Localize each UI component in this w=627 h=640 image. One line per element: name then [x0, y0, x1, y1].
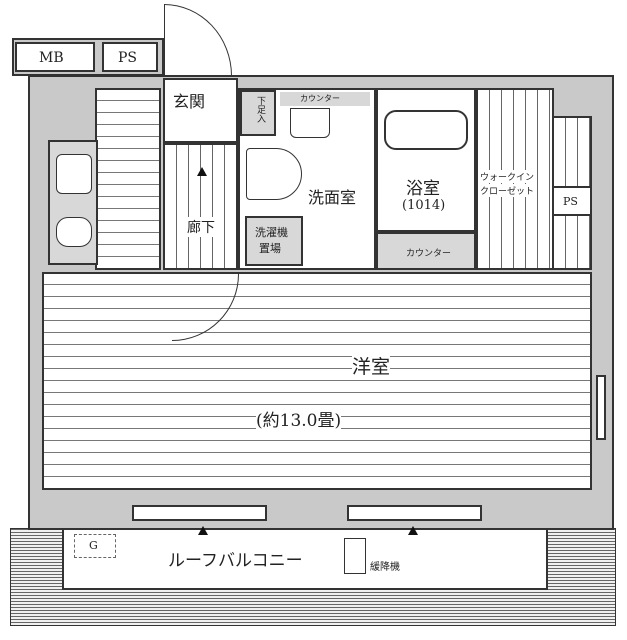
hallway-label: 廊下: [187, 217, 215, 237]
kitchen-counter: [48, 140, 98, 265]
kitchen-floor: [95, 88, 161, 270]
stove-icon: [56, 154, 92, 194]
western-room-label: 洋室: [352, 352, 391, 379]
roof-balcony-label: ルーフバルコニー: [168, 551, 303, 571]
bathtub-icon: [384, 110, 468, 150]
entrance: 玄関: [163, 78, 238, 143]
wash-basin-icon: [290, 108, 330, 138]
entrance-door[interactable]: [164, 4, 232, 76]
washroom-label: 洗面室: [308, 188, 357, 207]
shoe-cabinet: 下足入: [240, 90, 276, 136]
wic-label-1: ウォークイン: [480, 170, 535, 183]
wash-counter-label: カウンター: [300, 94, 340, 103]
ps-label: PS: [118, 50, 138, 66]
shoe-cabinet-label: 下足入: [255, 96, 265, 123]
western-room: 洋室 (約13.0畳): [42, 272, 592, 490]
laundry-label-1: 洗濯機: [255, 226, 288, 239]
gas-meter: G: [74, 534, 116, 558]
hallway-door[interactable]: [172, 274, 239, 341]
arrow-up-icon: [197, 167, 207, 176]
window-left[interactable]: [132, 505, 267, 521]
window-side[interactable]: [596, 375, 606, 440]
gas-label: G: [89, 539, 98, 552]
mb-box: MB: [15, 42, 95, 72]
sink-icon: [56, 217, 92, 247]
escape-device-label: 緩降機: [370, 562, 400, 573]
bath-size-label: (1014): [402, 198, 446, 213]
mb-label: MB: [39, 50, 64, 66]
room-size-label: (約13.0畳): [256, 406, 342, 431]
roof-balcony: G ルーフバルコニー 緩降機: [62, 526, 548, 590]
bath-counter-label: カウンター: [406, 249, 452, 259]
laundry-space: 洗濯機 置場: [245, 216, 303, 266]
arrow-up-icon: [198, 526, 208, 535]
walk-in-closet: ウォークイン クローゼット: [476, 88, 554, 270]
bath-counter: カウンター: [376, 232, 476, 270]
window-right[interactable]: [347, 505, 482, 521]
wash-counter: カウンター: [280, 92, 370, 106]
bathroom: 浴室 (1014): [376, 88, 476, 232]
ps-right: PS: [552, 186, 592, 216]
hallway: 廊下: [163, 143, 238, 270]
arrow-up-icon: [408, 526, 418, 535]
wic-label-2: クローゼット: [480, 184, 535, 197]
escape-hatch: [344, 538, 366, 574]
entrance-label: 玄関: [173, 92, 206, 111]
bathroom-label: 浴室: [406, 179, 440, 199]
ps-right-label: PS: [563, 195, 578, 208]
ps-box: PS: [102, 42, 158, 72]
laundry-label-2: 置場: [259, 242, 281, 255]
toilet-icon: [246, 148, 302, 200]
